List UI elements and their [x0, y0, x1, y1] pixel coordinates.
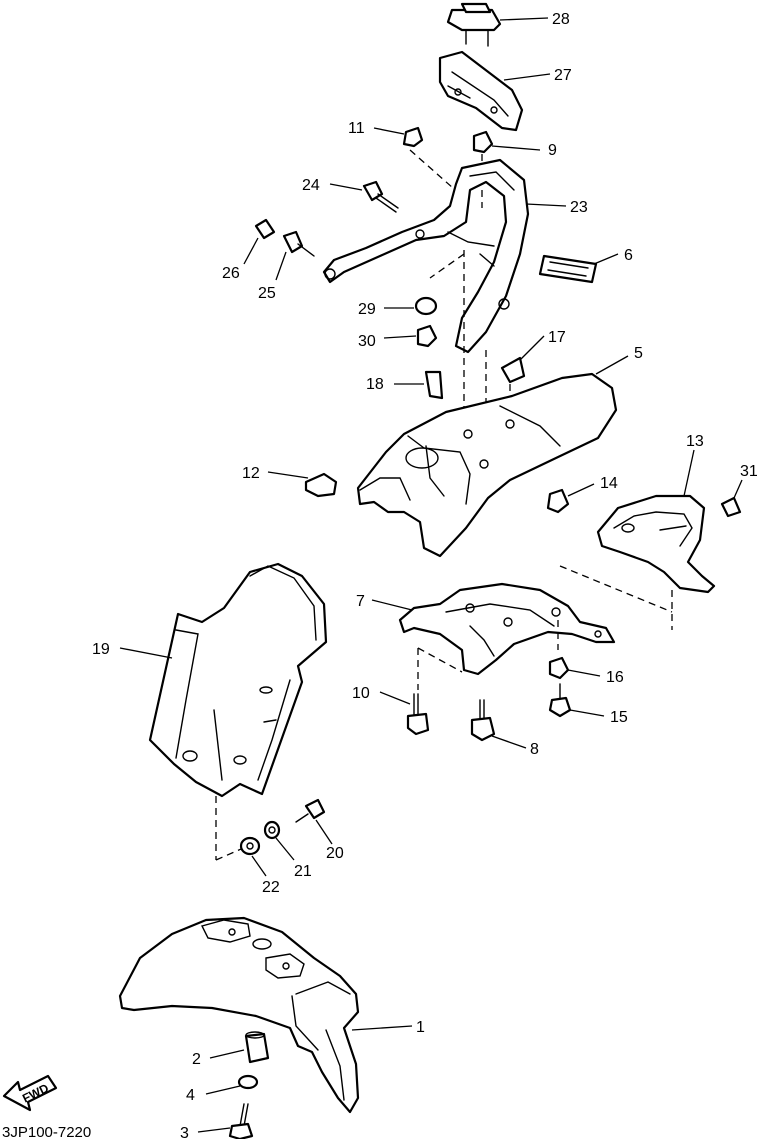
part-1-front-fender — [118, 916, 360, 1114]
part-28-bracket — [446, 2, 502, 47]
part-6-emblem — [538, 254, 598, 284]
callout-21: 21 — [294, 863, 312, 880]
callout-17: 17 — [548, 329, 566, 346]
callout-30: 30 — [358, 333, 376, 350]
part-26-cap — [254, 218, 276, 240]
callout-22: 22 — [262, 879, 280, 896]
callout-28: 28 — [552, 11, 570, 28]
part-11-nut — [402, 126, 424, 148]
callout-5: 5 — [634, 345, 643, 362]
part-30-nut — [416, 324, 438, 348]
callout-9: 9 — [548, 142, 557, 159]
callout-20: 20 — [326, 845, 344, 862]
part-13-tail-cover — [596, 494, 716, 594]
callout-27: 27 — [554, 67, 572, 84]
part-17-clip — [500, 356, 526, 384]
part-9-nut — [472, 130, 494, 154]
callout-10: 10 — [352, 685, 370, 702]
part-2-collar — [244, 1031, 270, 1064]
callout-19: 19 — [92, 641, 110, 658]
part-27-plate — [438, 50, 524, 132]
part-18-clip — [424, 370, 444, 400]
callout-8: 8 — [530, 741, 539, 758]
callout-6: 6 — [624, 247, 633, 264]
callout-25: 25 — [258, 285, 276, 302]
callout-4: 4 — [186, 1087, 195, 1104]
callout-11: 11 — [348, 120, 365, 137]
part-12-cap — [304, 472, 338, 498]
callout-24: 24 — [302, 177, 320, 194]
part-16-nut — [548, 656, 570, 680]
part-15-bolt — [548, 683, 572, 718]
callout-13: 13 — [686, 433, 704, 450]
part-14-nut — [546, 488, 570, 514]
callout-23: 23 — [570, 199, 588, 216]
part-31-cap — [720, 496, 742, 518]
fwd-arrow-icon: FWD — [2, 1074, 58, 1112]
part-7-bracket — [398, 582, 616, 676]
part-8-bolt — [470, 699, 496, 742]
part-20-bolt — [295, 798, 326, 823]
part-3-bolt — [228, 1103, 254, 1139]
callout-15: 15 — [610, 709, 628, 726]
part-code: 3JP100-7220 — [2, 1124, 91, 1139]
callout-7: 7 — [356, 593, 365, 610]
part-24-bolt — [362, 180, 399, 213]
callout-16: 16 — [606, 669, 624, 686]
part-10-bolt — [406, 693, 430, 736]
callout-1: 1 — [416, 1019, 425, 1036]
callout-31: 31 — [740, 463, 758, 480]
callout-26: 26 — [222, 265, 240, 282]
part-5-rear-fender — [356, 372, 618, 558]
callout-14: 14 — [600, 475, 618, 492]
part-25-bolt — [282, 230, 315, 257]
part-29-washer — [414, 296, 438, 316]
part-4-washer — [237, 1074, 259, 1090]
part-19-inner-fender — [148, 562, 328, 798]
callout-18: 18 — [366, 376, 384, 393]
callout-2: 2 — [192, 1051, 201, 1068]
callout-29: 29 — [358, 301, 376, 318]
callout-3: 3 — [180, 1125, 189, 1139]
part-21-washer — [263, 820, 281, 840]
callout-12: 12 — [242, 465, 260, 482]
part-23-grab-bar — [322, 158, 530, 354]
part-22-washer — [239, 836, 261, 856]
